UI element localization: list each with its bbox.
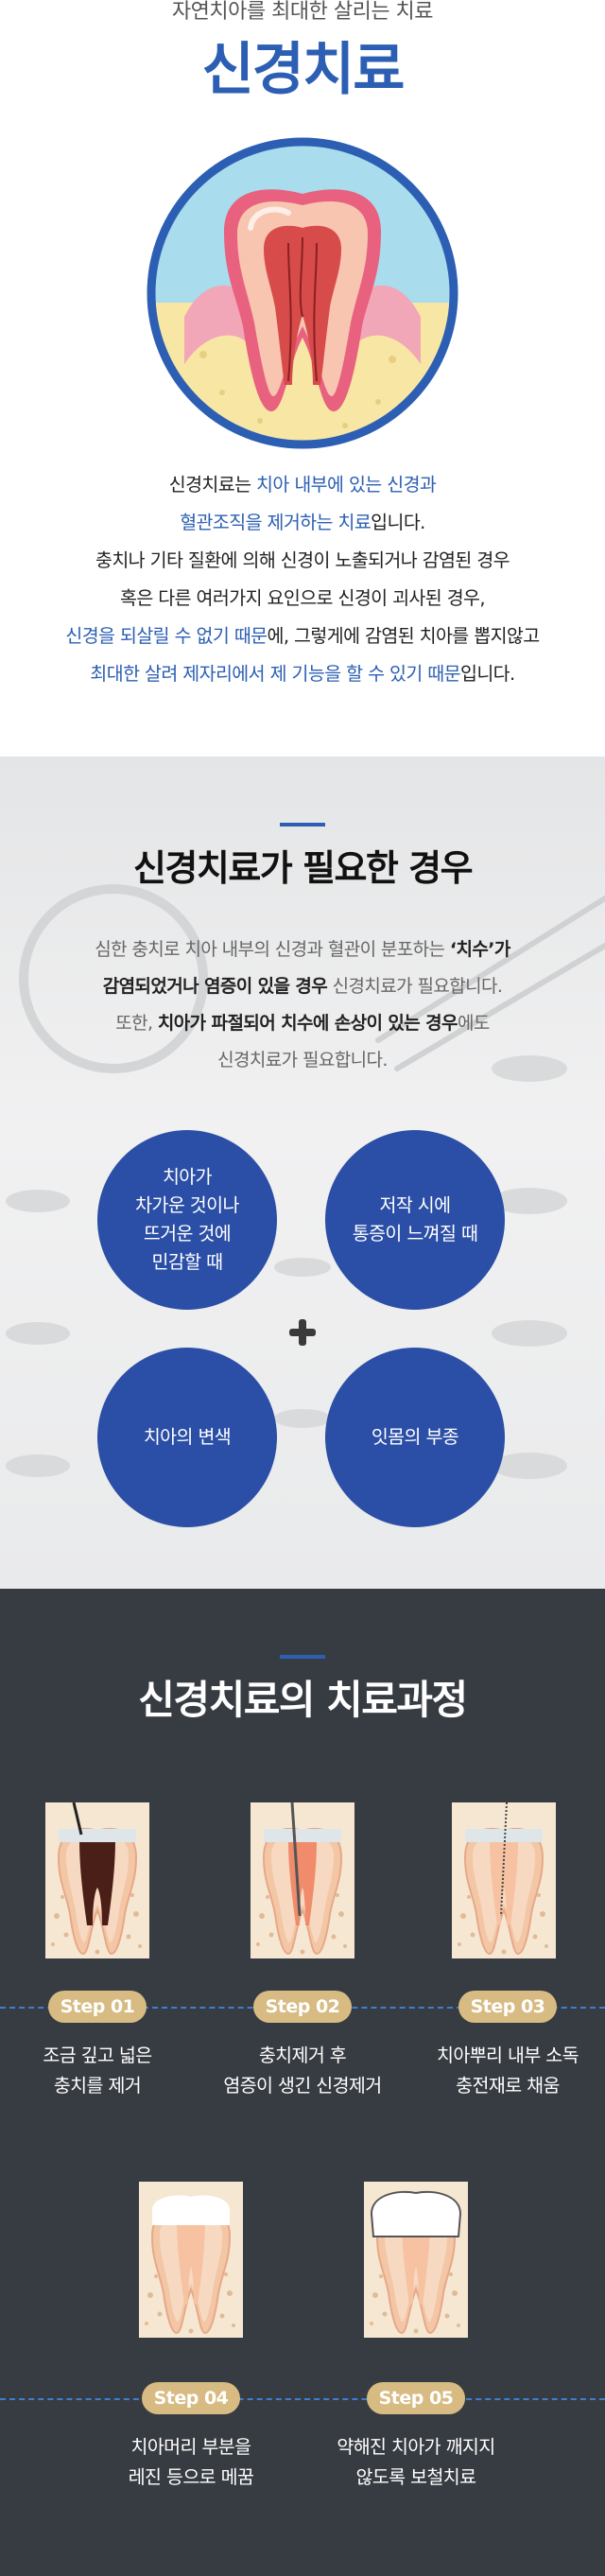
- highlight-text: 신경을 되살릴 수 없기 때문: [65, 625, 268, 647]
- text-segment: 신경치료가 필요합니다.: [217, 1050, 388, 1070]
- step-05-badge: Step 05: [367, 2382, 465, 2414]
- bold-text: ‘치수’가: [449, 939, 510, 960]
- text-segment: 에도: [457, 1013, 490, 1034]
- text-segment: 신경치료가 필요합니다.: [327, 976, 503, 997]
- needs-heading: 신경치료가 필요한 경우: [132, 847, 474, 889]
- step-01-illustration: [45, 1802, 149, 1958]
- text-segment: 또한,: [115, 1013, 158, 1034]
- step-02-illustration: [251, 1802, 354, 1958]
- caption-line: 조금 깊고 넓은: [43, 2045, 152, 2066]
- text-line: 감염되었거나 염증이 있을 경우 신경치료가 필요합니다.: [0, 968, 605, 1005]
- text-line: 신경치료가 필요합니다.: [0, 1042, 605, 1079]
- text-segment: 신경치료는: [168, 474, 257, 496]
- bold-text: 감염되었거나 염증이 있을 경우: [102, 976, 328, 997]
- highlight-text: 치아 내부에 있는 신경과: [256, 474, 437, 496]
- text-segment: 혹은 다른 여러가지 요인으로 신경이 괴사된 경우,: [120, 587, 486, 609]
- step-05-illustration: [364, 2182, 468, 2338]
- text-line: 신경치료는 치아 내부에 있는 신경과: [0, 466, 605, 504]
- process-heading: 신경치료의 치료과정: [138, 1677, 468, 1723]
- case-text-line: 통증이 느껴질 때: [352, 1223, 478, 1244]
- text-line: 또한, 치아가 파절되어 치수에 손상이 있는 경우에도: [0, 1005, 605, 1042]
- dental-instruments-background: [6, 884, 605, 1479]
- caption-line: 충전재로 채움: [456, 2075, 560, 2097]
- case-circle-discoloration: 치아의 변색: [97, 1348, 277, 1527]
- section-accent-bar: [280, 823, 325, 827]
- needs-section: 신경치료가 필요한 경우 심한 충치로 치아 내부의 신경과 혈관이 분포하는 …: [0, 757, 605, 1589]
- plus-icon: [289, 1319, 316, 1346]
- section-accent-bar: [280, 1655, 325, 1659]
- caption-line: 약해진 치아가 깨지지: [337, 2436, 495, 2458]
- step-04-badge: Step 04: [142, 2382, 240, 2414]
- page-title: 신경치료: [201, 37, 406, 103]
- caption-line: 않도록 보철치료: [355, 2466, 477, 2488]
- caption-line: 치아뿌리 내부 소독: [437, 2045, 579, 2066]
- timeline-dashed-line: [0, 2398, 605, 2400]
- process-section: 신경치료의 치료과정 Step 01 Step 02 Step 03 조금 깊고…: [0, 1589, 605, 2576]
- text-line: 혈관조직을 제거하는 치료입니다.: [0, 504, 605, 542]
- text-line: 신경을 되살릴 수 없기 때문에, 그렇게에 감염된 치아를 뽑지않고: [0, 618, 605, 655]
- caption-line: 충치제거 후: [258, 2045, 347, 2066]
- case-text-line: 치아의 변색: [143, 1426, 232, 1448]
- step-03-illustration: [452, 1802, 556, 1958]
- text-line: 충치나 기타 질환에 의해 신경이 노출되거나 감염된 경우: [0, 542, 605, 580]
- text-segment: 입니다.: [459, 663, 515, 685]
- tooth-cross-section-illustration: [147, 137, 458, 449]
- case-text-line: 잇몸의 부종: [371, 1426, 459, 1448]
- intro-section: 자연치아를 최대한 살리는 치료 신경치료: [0, 0, 605, 757]
- caption-line: 레진 등으로 메꿈: [128, 2466, 254, 2488]
- text-line: 심한 충치로 치아 내부의 신경과 혈관이 분포하는 ‘치수’가: [0, 931, 605, 968]
- caption-line: 충치를 제거: [53, 2075, 142, 2097]
- case-text-line: 뜨거운 것에: [143, 1223, 232, 1244]
- case-text-line: 저작 시에: [379, 1194, 452, 1216]
- text-line: 최대한 살려 제자리에서 제 기능을 할 수 있기 때문입니다.: [0, 655, 605, 693]
- text-segment: 에, 그렇게에 감염된 치아를 뽑지않고: [267, 625, 541, 647]
- step-01-badge: Step 01: [48, 1991, 147, 2023]
- text-segment: 충치나 기타 질환에 의해 신경이 노출되거나 감염된 경우: [95, 549, 510, 571]
- caption-line: 치아머리 부분을: [130, 2436, 252, 2458]
- text-segment: 입니다.: [371, 512, 425, 533]
- intro-eyebrow: 자연치아를 최대한 살리는 치료: [171, 0, 434, 24]
- case-text-line: 차가운 것이나: [135, 1194, 239, 1216]
- case-text-line: 민감할 때: [151, 1251, 224, 1273]
- caption-line: 염증이 생긴 신경제거: [223, 2075, 382, 2097]
- text-line: 혹은 다른 여러가지 요인으로 신경이 괴사된 경우,: [0, 580, 605, 618]
- bold-text: 치아가 파절되어 치수에 손상이 있는 경우: [157, 1013, 458, 1034]
- step-02-badge: Step 02: [253, 1991, 352, 2023]
- case-text-line: 치아가: [162, 1166, 213, 1188]
- step-03-badge: Step 03: [458, 1991, 557, 2023]
- step-04-illustration: [139, 2182, 243, 2338]
- text-segment: 심한 충치로 치아 내부의 신경과 혈관이 분포하는: [95, 939, 450, 960]
- highlight-text: 최대한 살려 제자리에서 제 기능을 할 수 있기 때문: [90, 663, 460, 685]
- case-circle-gum-swelling: 잇몸의 부종: [325, 1348, 505, 1527]
- highlight-text: 혈관조직을 제거하는 치료: [180, 512, 372, 533]
